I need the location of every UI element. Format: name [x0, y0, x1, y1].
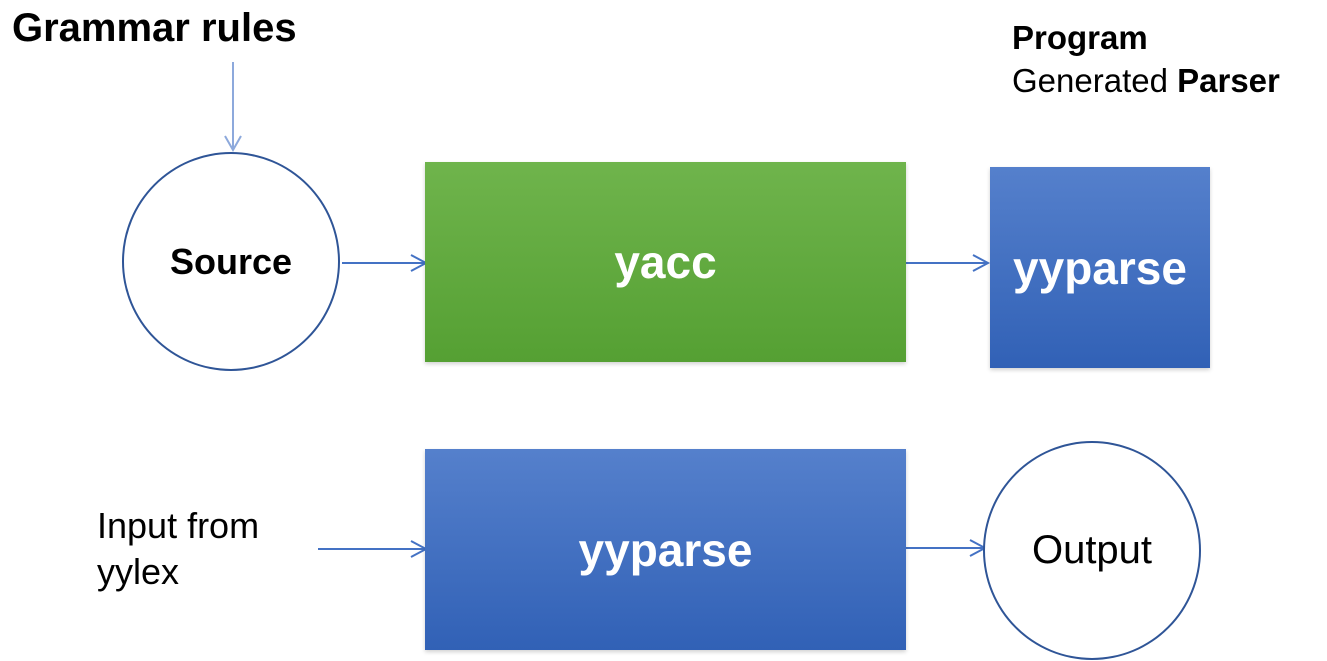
- grammar-rules-label: Grammar rules: [12, 6, 297, 50]
- source-node-label: Source: [169, 240, 293, 282]
- input-label-line2: yylex: [97, 551, 180, 592]
- input-label-line1: Input from: [97, 505, 260, 546]
- output-node: Output: [983, 441, 1201, 660]
- program-label-line2: Generated Parser: [1012, 59, 1280, 102]
- arrow-down-grammar-to-source-icon: [224, 62, 242, 153]
- program-generated-parser-label: Program Generated Parser: [1012, 16, 1280, 102]
- yyparse-node: yyparse: [425, 449, 906, 650]
- generated-parser-node: yyparse: [990, 167, 1210, 368]
- yacc-node: yacc: [425, 162, 906, 362]
- input-from-yylex-label: Input from yylex: [97, 503, 259, 595]
- arrow-yacc-to-parser-icon: [906, 254, 991, 272]
- arrow-input-to-yyparse-icon: [318, 540, 429, 558]
- output-node-label: Output: [1031, 528, 1153, 572]
- program-label-line1: Program: [1012, 19, 1148, 56]
- yyparse-node-label: yyparse: [578, 523, 753, 576]
- arrow-source-to-yacc-icon: [342, 254, 429, 272]
- arrow-yyparse-to-output-icon: [906, 539, 988, 557]
- parser-text: Parser: [1177, 62, 1280, 99]
- source-node: Source: [122, 152, 340, 371]
- generated-text: Generated: [1012, 62, 1178, 99]
- generated-parser-node-label: yyparse: [1013, 241, 1187, 294]
- yacc-node-label: yacc: [614, 236, 717, 288]
